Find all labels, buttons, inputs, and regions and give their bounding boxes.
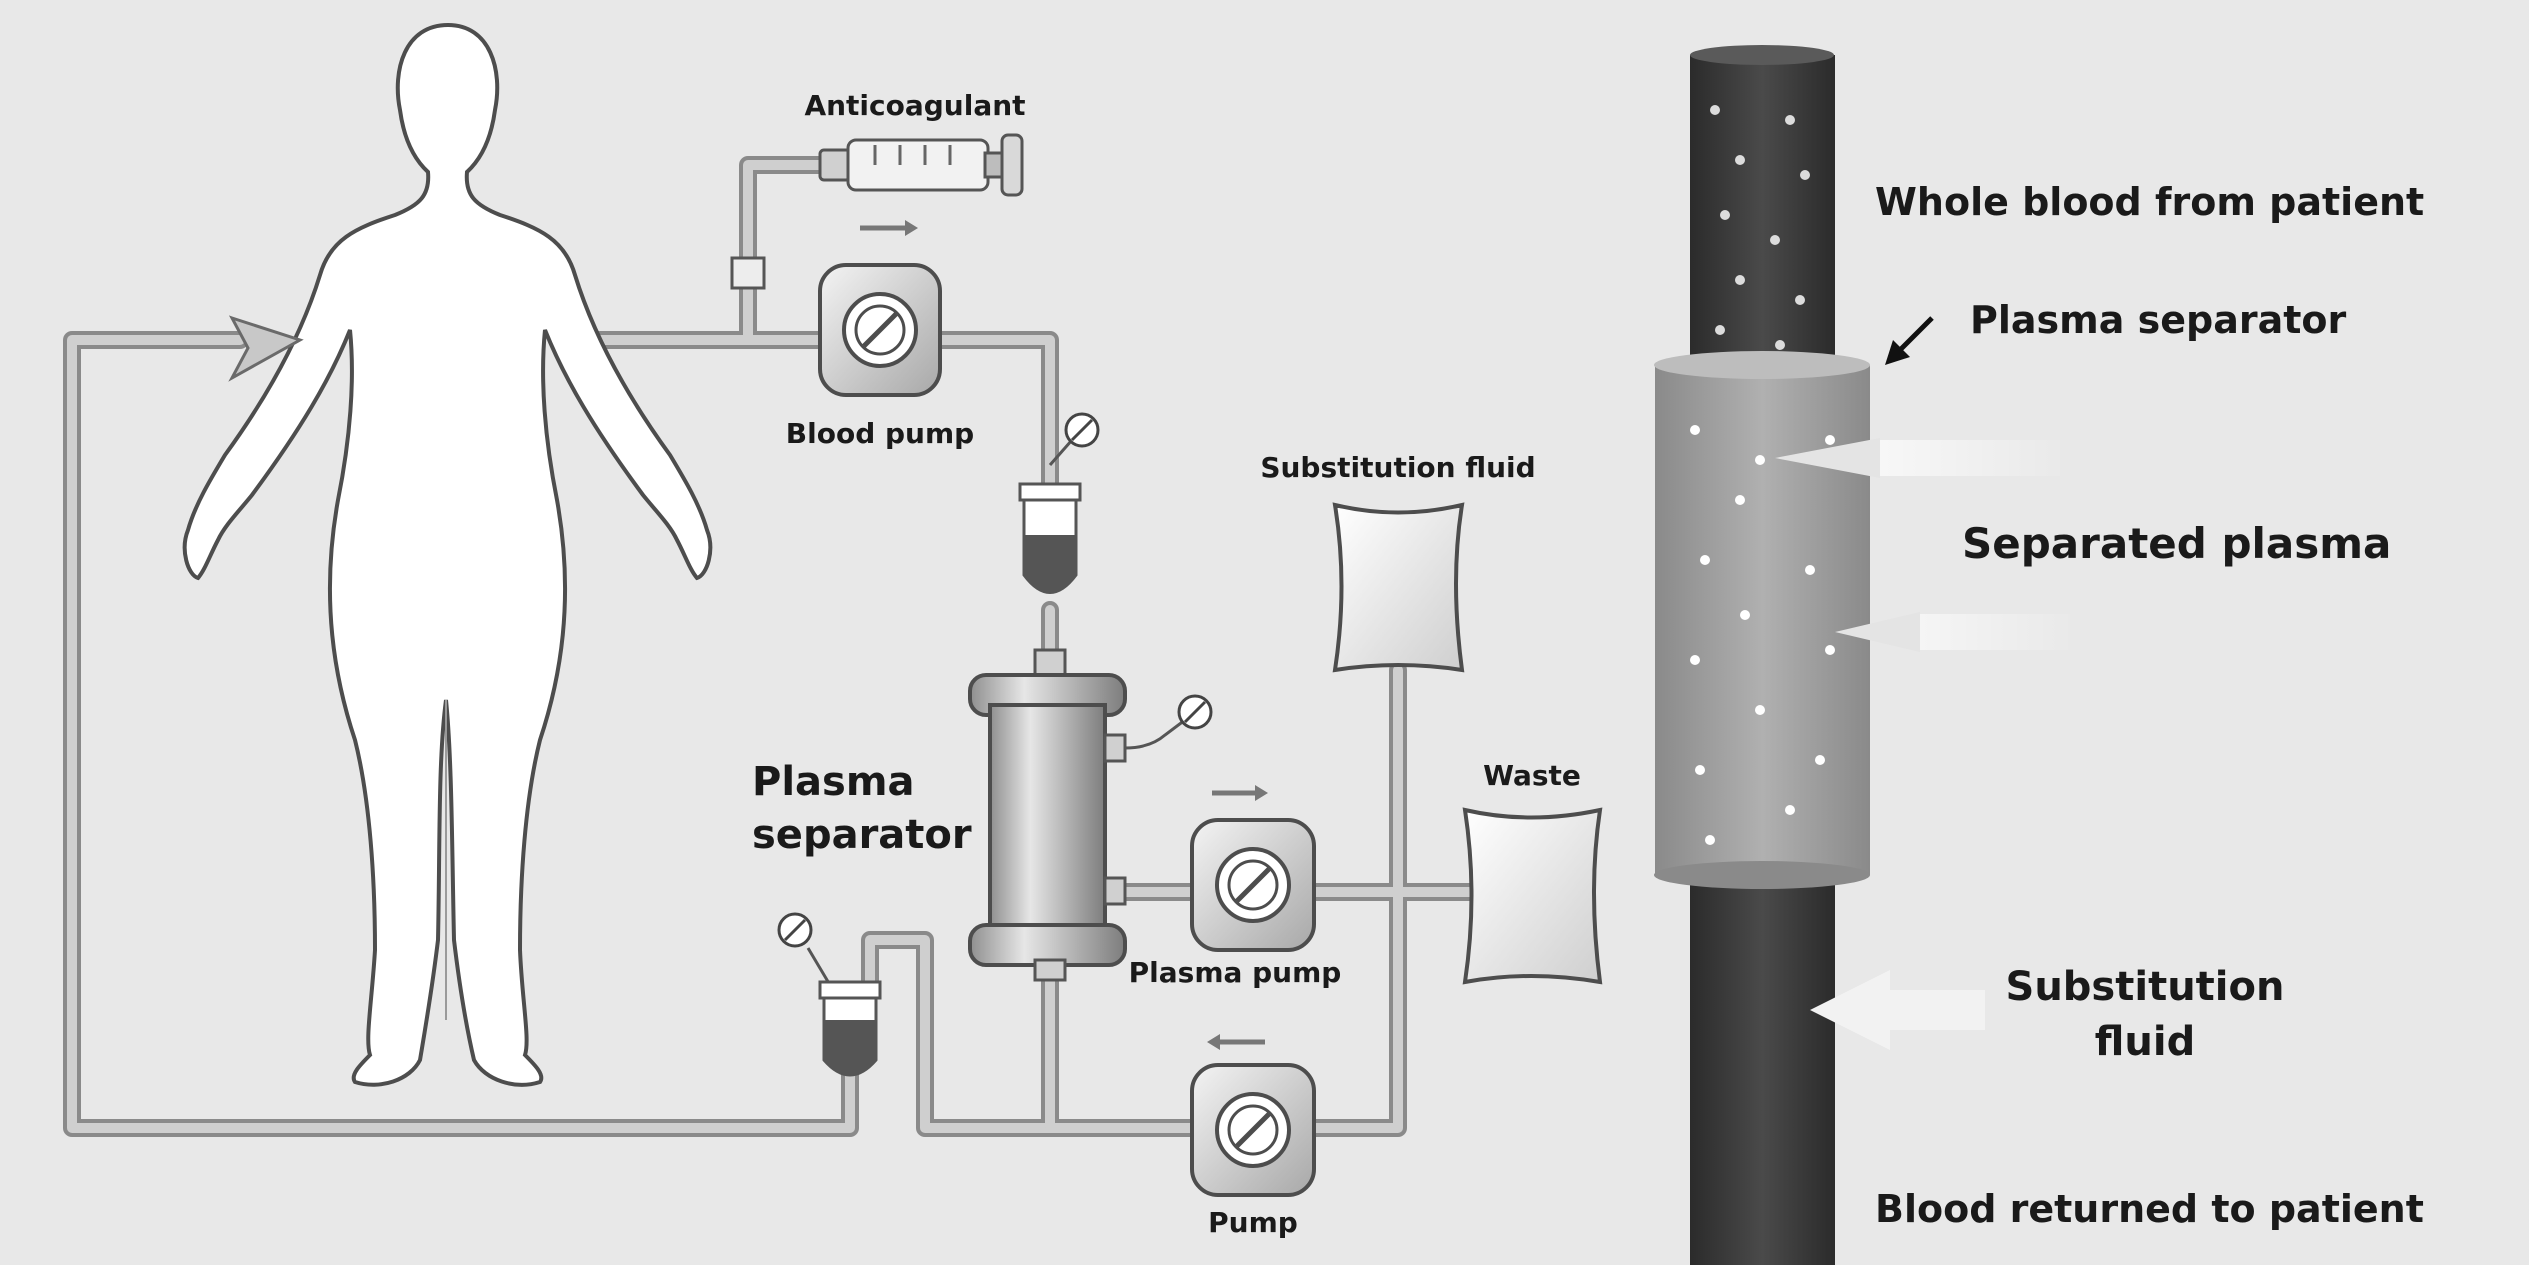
label-plasma-pump: Plasma pump [1129,956,1342,989]
anticoagulant-syringe-icon [818,133,1024,197]
blood-cell-dots [1710,105,1810,350]
plasma-out-arrow-icon [1775,438,2060,478]
plasma-pump-icon [1190,785,1316,952]
return-pressure-gauge-icon [777,912,832,986]
label-detail-plasma-separator: Plasma separator [1970,298,2346,342]
label-detail-substitution-line2: fluid [2095,1019,2195,1065]
patient-silhouette [182,22,713,1087]
label-plasma-separator-line2: separator [752,812,972,858]
label-blood-pump: Blood pump [786,417,974,450]
label-pump: Pump [1208,1206,1298,1239]
blood-pump-icon [818,220,942,397]
return-pump-icon [1190,1034,1316,1197]
substitution-fluid-bag-icon [1332,502,1465,673]
label-blood-returned: Blood returned to patient [1875,1187,2424,1231]
plasma-out-arrow-2-icon [1835,612,2070,652]
drip-chamber-icon [1018,482,1082,594]
return-drip-chamber-icon [818,980,882,1077]
return-cannula-arrow [228,315,304,382]
pressure-gauge-icon [1048,412,1100,466]
label-substitution-fluid-bag: Substitution fluid [1260,451,1535,484]
plasma-separator-pointer-icon [1885,316,1934,365]
label-whole-blood: Whole blood from patient [1875,180,2424,224]
tubing [63,156,1484,1137]
anticoagulant-connector [730,256,766,290]
substitution-in-arrow-icon [1810,970,1985,1050]
label-anticoagulant: Anticoagulant [804,89,1025,122]
label-plasma-separator-line1: Plasma [752,759,915,805]
waste-bag-icon [1462,807,1603,985]
label-detail-substitution-line1: Substitution [2006,964,2285,1010]
label-separated-plasma: Separated plasma [1962,519,2391,568]
plasma-separator-filter-icon [968,648,1213,982]
vessel-detail-illustration [1654,45,2070,1265]
label-waste: Waste [1483,759,1581,792]
plasma-dots [1690,425,1835,845]
